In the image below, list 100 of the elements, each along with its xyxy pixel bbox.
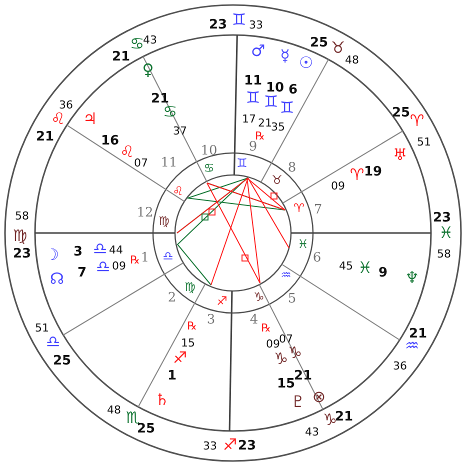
zodiac-sign: ♒ (280, 269, 292, 281)
zodiac-sign: ♋ (204, 162, 214, 174)
zodiac-sign: ♐ (172, 350, 188, 366)
degree-number: 25 (52, 354, 72, 368)
degree-number: 10 (266, 82, 284, 94)
retrograde-mark: ℞ (255, 130, 265, 142)
minute-number: 09 (331, 180, 345, 192)
zodiac-sign: ♌ (50, 111, 66, 127)
minute-number: 51 (35, 322, 49, 334)
minute-number: 58 (15, 210, 29, 222)
degree-number: 6 (288, 84, 298, 96)
house-number: 10 (200, 144, 218, 158)
planet-symbol: ♅ (392, 147, 408, 163)
retrograde-mark: ℞ (130, 254, 140, 266)
minute-number: 35 (271, 122, 285, 132)
zodiac-sign: ♓ (438, 225, 454, 241)
zodiac-sign: ♊ (232, 12, 246, 28)
house-number: 8 (288, 162, 296, 174)
zodiac-sign: ♋ (162, 104, 178, 120)
degree-number: 21 (334, 410, 354, 424)
planet-symbol: ☉ (298, 55, 314, 71)
minute-number: 48 (107, 404, 121, 416)
minute-number: 07 (134, 158, 148, 168)
degree-number: 21 (294, 370, 312, 382)
degree-number: 23 (238, 440, 256, 452)
planet-symbol: ☿ (280, 48, 290, 64)
house-number: 12 (136, 206, 154, 220)
minute-number: 09 (266, 338, 280, 350)
minute-number: 09 (112, 260, 126, 272)
zodiac-sign: ♎ (96, 259, 110, 275)
degree-number: 25 (392, 106, 410, 120)
degree-number: 11 (244, 74, 262, 88)
zodiac-sign: ♐ (222, 437, 238, 453)
minute-number: 58 (437, 248, 451, 260)
zodiac-sign: ♎ (46, 334, 60, 350)
degree-number: 21 (112, 50, 130, 64)
zodiac-sign: ♋ (130, 36, 144, 52)
degree-number: 21 (36, 130, 54, 144)
zodiac-sign: ♌ (120, 144, 134, 160)
zodiac-sign: ♐ (216, 295, 228, 307)
zodiac-sign: ♊ (236, 157, 248, 169)
zodiac-sign: ♊ (264, 94, 278, 110)
house-number: 4 (250, 314, 258, 326)
degree-number: 21 (150, 92, 170, 106)
house-number: 11 (160, 156, 178, 170)
degree-number: 15 (276, 378, 296, 390)
degree-number: 25 (310, 36, 328, 50)
degree-number: 3 (73, 246, 83, 258)
zodiac-sign: ♑ (254, 291, 264, 303)
degree-number: 1 (167, 370, 177, 382)
minute-number: 36 (59, 100, 73, 110)
zodiac-sign: ♉ (330, 40, 346, 56)
house-number: 5 (288, 292, 296, 306)
planet-symbol: ♂ (250, 43, 266, 59)
degree-number: 23 (12, 248, 32, 260)
minute-number: 17 (242, 114, 256, 124)
house-number: 7 (314, 204, 322, 216)
degree-number: 21 (408, 328, 428, 340)
planet-symbol: ♀ (142, 62, 154, 78)
degree-number: 23 (208, 18, 228, 32)
zodiac-sign: ♌ (172, 185, 184, 197)
zodiac-sign: ♍ (184, 281, 196, 293)
minute-number: 07 (279, 334, 293, 344)
zodiac-sign: ♈ (294, 202, 304, 214)
planet-symbol: ♇ (290, 394, 306, 410)
degree-number: 25 (136, 422, 156, 436)
zodiac-sign: ♓ (298, 238, 308, 250)
zodiac-sign: ♊ (246, 90, 260, 106)
minute-number: 21 (258, 118, 272, 128)
degree-number: 23 (432, 212, 452, 224)
minute-number: 45 (339, 260, 353, 272)
zodiac-sign: ♈ (350, 167, 364, 183)
zodiac-sign: ♊ (280, 100, 294, 116)
zodiac-sign: ♒ (404, 338, 420, 354)
house-number: 3 (206, 314, 216, 326)
minute-number: 43 (305, 426, 319, 438)
minute-number: 33 (249, 20, 263, 30)
house-number: 2 (168, 292, 176, 304)
minute-number: 33 (203, 440, 217, 452)
zodiac-sign: ♉ (272, 174, 282, 186)
minute-number: 51 (417, 136, 431, 148)
planet-symbol: ♆ (404, 270, 420, 286)
zodiac-sign: ♓ (358, 260, 372, 276)
degree-number: 19 (364, 166, 382, 178)
minute-number: 44 (109, 244, 123, 256)
minute-number: 37 (173, 126, 187, 136)
house-number: 6 (312, 252, 322, 264)
minute-number: 48 (345, 54, 359, 66)
zodiac-sign: ♍ (158, 215, 170, 227)
planet-symbol: ☽ (44, 247, 60, 263)
minute-number: 15 (181, 338, 195, 348)
degree-number: 7 (77, 266, 87, 280)
zodiac-sign: ♍ (12, 228, 28, 244)
planet-symbol: ♄ (154, 392, 170, 408)
planet-symbol: ☊ (50, 271, 64, 287)
house-number: 9 (248, 140, 258, 154)
zodiac-sign: ♈ (410, 113, 424, 129)
zodiac-sign: ♎ (92, 241, 108, 257)
retrograde-mark: ℞ (187, 320, 197, 332)
minute-number: 43 (143, 34, 157, 46)
